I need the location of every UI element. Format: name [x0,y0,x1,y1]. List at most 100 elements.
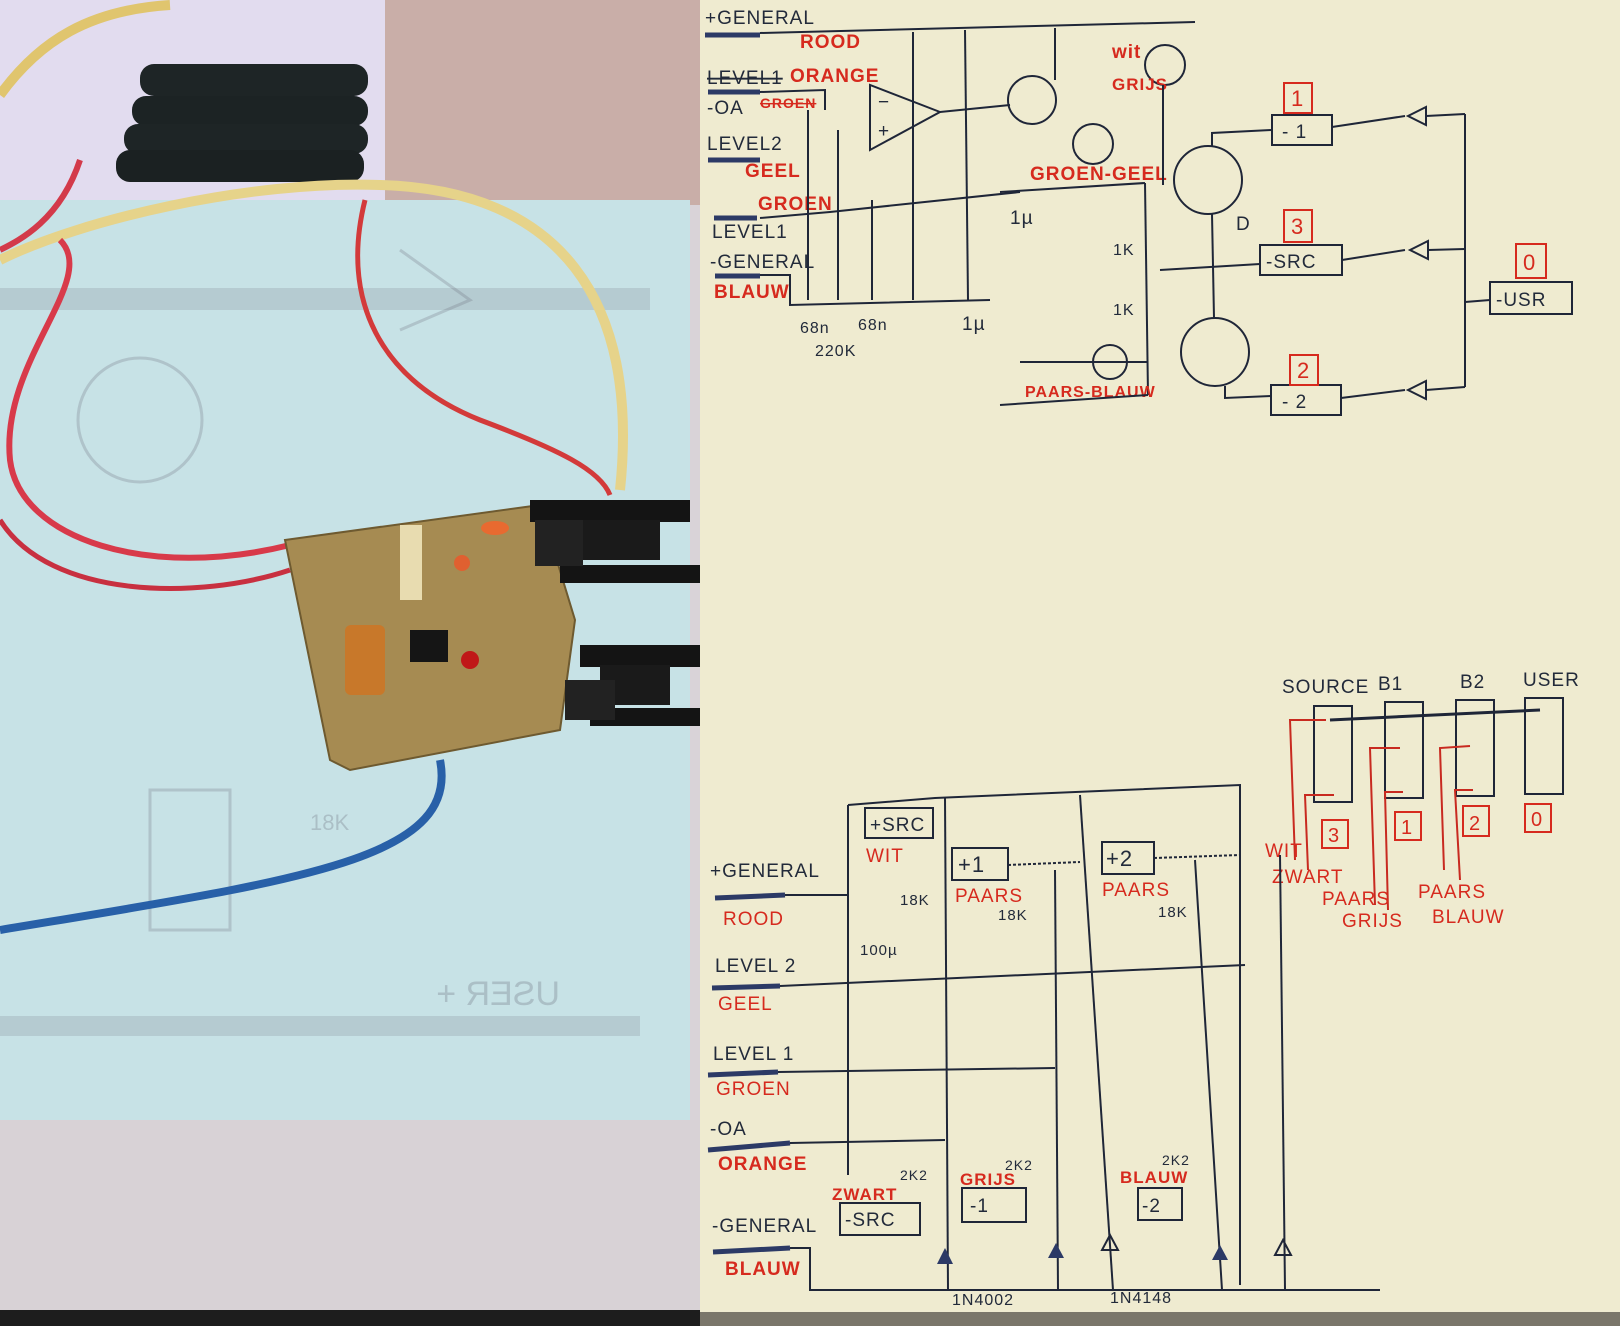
wire-label: WIT [1265,841,1303,862]
wire-color-label: BLAUW [725,1259,801,1280]
opamp-plus: + [878,121,890,142]
terminal-label: - 1 [1282,122,1307,143]
diode-part-label: 1N4148 [1110,1290,1172,1307]
input-label-struck: LEVEL1 [707,68,783,89]
capacitor-wire [999,182,1146,193]
red-wire-trace [1288,719,1326,861]
res-value: 220K [815,343,856,360]
input-label: LEVEL 1 [713,1044,794,1065]
wire-color-label: ORANGE [790,66,879,87]
number-box [1283,209,1313,243]
ceramic-capacitor [454,555,470,571]
input-wire-stub [707,1140,791,1153]
number-box [1289,354,1319,386]
vertical-wire [1194,859,1223,1291]
input-label: LEVEL1 [712,222,788,243]
res-value: 18K [1158,904,1188,921]
input-label: +GENERAL [705,8,815,29]
input-wire-stub [707,1069,779,1078]
switch-outline [1313,705,1353,803]
terminal-number: 3 [1291,214,1304,239]
faded-print-trace [0,288,650,310]
input-label: +GENERAL [710,861,820,882]
wire-color-label: GRIJS [960,1170,1016,1189]
number-box [1394,811,1422,841]
led-color-label: GROEN-GEEL [1030,164,1168,185]
res-value: 2K2 [1005,1157,1033,1173]
res-value: 2K2 [900,1167,928,1183]
terminal-label: -USR [1496,290,1546,311]
faded-print-graphics: USER + 18K [76,248,560,1013]
faded-print-trace [0,1016,640,1036]
diode-symbol [1405,105,1427,127]
diode-symbol [1407,239,1429,261]
wire-color-label: PAARS [1102,880,1170,901]
input-wire-stub [711,983,781,991]
power-resistor-pack [116,64,368,182]
opamp-minus: − [878,92,890,113]
scratched-table [0,1120,700,1320]
wire-color-label: ROOD [800,32,861,53]
switch-common-bus [1329,708,1541,722]
input-label: LEVEL2 [707,134,783,155]
red-wire-trace [1383,791,1403,911]
wire-color-label: ORANGE [718,1154,807,1175]
yellow-wire [0,0,171,98]
wire-color-label: ZWART [832,1185,897,1204]
red-wire [6,237,291,561]
switch-number: 2 [1469,813,1481,835]
diode-1n4002-symbol [937,1248,953,1264]
input-label: -GENERAL [712,1216,817,1237]
cap-value: 100µ [860,942,898,959]
bus-wire [1340,389,1406,399]
wire-label: PAARS [1418,882,1486,903]
wire-color-label: GEEL [745,161,801,182]
led-color-label: GRIJS [1112,75,1168,94]
diode-1n4002-symbol [1212,1245,1228,1260]
paper-shadow [700,1312,1620,1326]
faded-18k-text: 18K [310,810,349,835]
vertical-wire [1279,854,1286,1291]
photo-objects: USER + 18K [0,0,700,1013]
res-value: 18K [998,907,1028,924]
plus-general-rail [759,21,1196,34]
terminal-box [864,807,934,839]
diode-1n4002-symbol [1048,1243,1064,1258]
terminal-number: 1 [1291,86,1304,111]
plus-rail [847,783,1241,1285]
res-value: 18K [900,892,930,909]
diode-1n4148-symbol [1100,1232,1120,1251]
switch-header: B1 [1378,674,1403,695]
switch-number: 1 [1401,817,1413,839]
input-label: -GENERAL [710,252,815,273]
faded-diode [399,248,474,332]
wire-label: GRIJS [1342,911,1403,932]
terminal-box [839,1202,921,1236]
faded-ic-outline [148,788,232,932]
level1-wire [777,1067,1056,1073]
res-value: 1K [1113,242,1135,259]
terminal-label: -2 [1142,1196,1161,1217]
switch-outline [1455,699,1495,797]
faded-mosfet-circle [76,356,204,484]
wire-color-label: GROEN [758,194,833,215]
red-wire [0,518,291,591]
switch-number: 3 [1328,825,1340,847]
bus-wire [1464,299,1491,303]
terminal-label: -SRC [1266,252,1316,273]
cap-value: 1µ [962,314,986,335]
bottom-schematic: +GENERAL ROOD LEVEL 2 GEEL LEVEL 1 GROEN… [707,783,1380,1309]
table-edge [0,1310,700,1326]
minus-oa-wire [759,88,826,110]
bus-wire [1427,248,1466,251]
input-label: LEVEL 2 [715,956,796,977]
wire-color-label: BLAUW [714,282,790,303]
struck-color-label: GROEN [760,95,816,111]
wire-label: ZWART [1272,867,1344,888]
vertical-wire [1144,182,1149,396]
bus-wire [1425,386,1466,391]
number-box [1283,82,1313,114]
red-wire-trace [1368,747,1400,906]
number-box [1524,803,1552,833]
